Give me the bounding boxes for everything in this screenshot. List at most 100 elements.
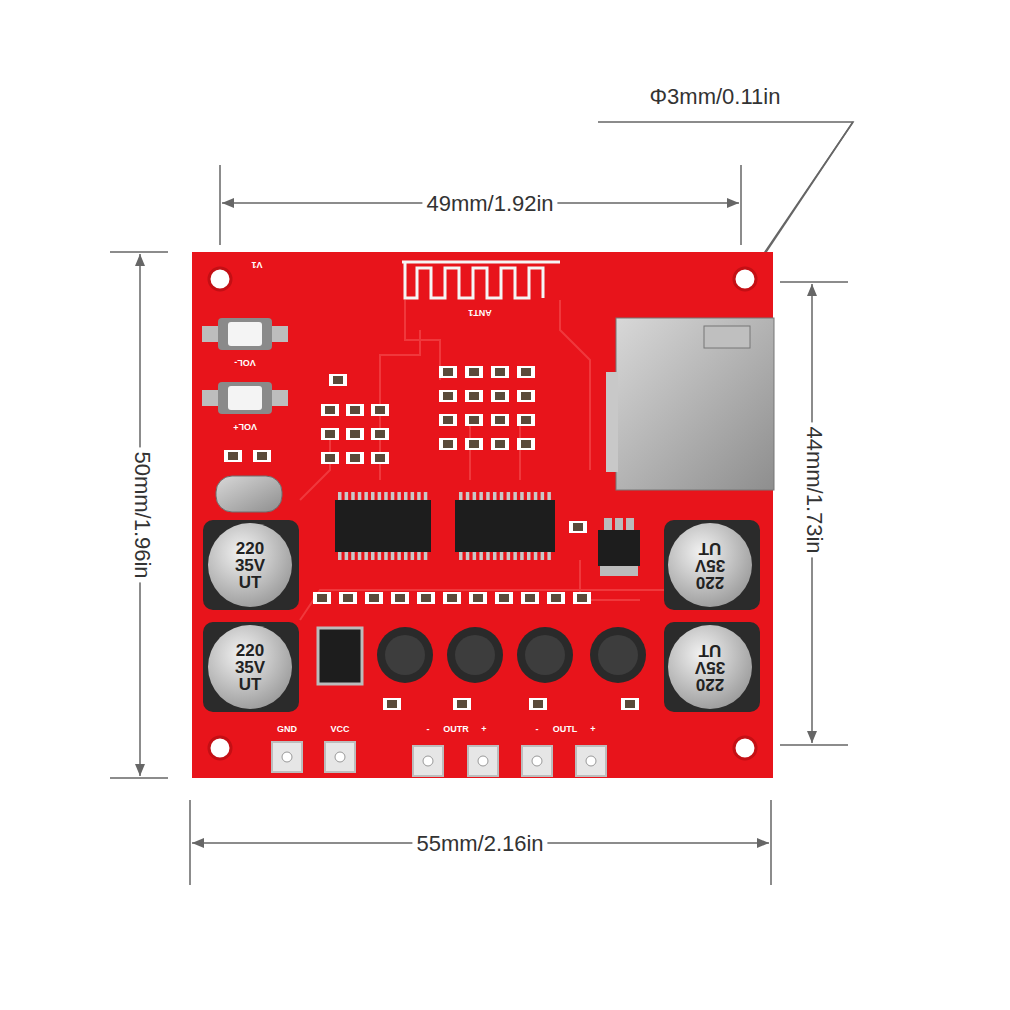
smd-outline: [439, 414, 457, 426]
ic-pin: [541, 552, 545, 560]
ic-pin: [534, 492, 538, 500]
pin-name: OUTR: [443, 725, 469, 735]
ic-pin: [534, 552, 538, 560]
ic-pin: [459, 552, 463, 560]
smd-body: [395, 594, 405, 602]
ic-pin: [466, 492, 470, 500]
smd-part: [329, 374, 347, 386]
smd-body: [525, 594, 535, 602]
smd-outline: [517, 438, 535, 450]
ic-pin: [404, 492, 408, 500]
smd-outline: [391, 592, 409, 604]
ic-pin: [500, 552, 504, 560]
smd-body: [317, 594, 327, 602]
pcb-board: [192, 252, 773, 778]
smd-part: [383, 698, 401, 710]
smd-outline: [224, 450, 242, 462]
smd-part: [517, 390, 535, 402]
smd-outline: [621, 698, 639, 710]
smd-components: [224, 366, 639, 710]
smd-body: [443, 416, 453, 424]
smd-outline: [339, 592, 357, 604]
smd-part: [547, 592, 565, 604]
ic-pin: [424, 552, 428, 560]
smd-body: [521, 368, 531, 376]
smd-part: [517, 438, 535, 450]
ic-pin: [371, 492, 375, 500]
smd-outline: [529, 698, 547, 710]
smd-part: [573, 592, 591, 604]
capacitor-marking: 220 35V UT: [230, 642, 269, 693]
ic-pin: [411, 492, 415, 500]
smd-part: [417, 592, 435, 604]
ic-pin: [486, 492, 490, 500]
smd-part: [443, 592, 461, 604]
smd-body: [350, 406, 360, 414]
terminal-hole: [282, 752, 596, 766]
smd-outline: [517, 414, 535, 426]
ic-pin: [459, 492, 463, 500]
dimension-lines: [110, 122, 853, 885]
smd-outline: [495, 592, 513, 604]
smd-outline: [439, 438, 457, 450]
ic-pin: [520, 492, 524, 500]
ic-pin: [391, 552, 395, 560]
smd-outline: [443, 592, 461, 604]
smd-part: [346, 428, 364, 440]
silkscreen-label: ANT1: [468, 307, 492, 317]
capacitor-marking: 220 35V UT: [690, 642, 729, 693]
dimension-label: 55mm/2.16in: [412, 832, 547, 856]
ic-pin: [493, 552, 497, 560]
smd-body: [469, 368, 479, 376]
ic-pin: [378, 492, 382, 500]
ic-pin: [479, 552, 483, 560]
ic-pin: [404, 552, 408, 560]
smd-body: [457, 700, 467, 708]
ic-pins: [338, 492, 551, 560]
smd-part: [253, 450, 271, 462]
ic-pin: [547, 552, 551, 560]
smd-body: [469, 440, 479, 448]
smd-outline: [469, 592, 487, 604]
smd-outline: [383, 698, 401, 710]
smd-part: [224, 450, 242, 462]
pin-name: GND: [277, 725, 297, 735]
smd-outline: [346, 452, 364, 464]
tact-switch: [202, 318, 288, 414]
silkscreen-label: VOL-: [234, 357, 256, 367]
smd-body: [375, 430, 385, 438]
smd-body: [350, 454, 360, 462]
smd-outline: [321, 428, 339, 440]
ic-pin: [513, 492, 517, 500]
smd-body: [325, 454, 335, 462]
smd-part: [495, 592, 513, 604]
ic-pin: [351, 492, 355, 500]
pcb-antenna: [402, 262, 560, 298]
capacitor-marking: 220 35V UT: [690, 540, 729, 591]
smd-body: [573, 523, 583, 531]
smd-part: [517, 366, 535, 378]
pin-name: VCC: [330, 725, 349, 735]
smd-part: [469, 592, 487, 604]
smd-outline: [491, 366, 509, 378]
smd-body: [469, 416, 479, 424]
smd-part: [491, 390, 509, 402]
smd-body: [375, 454, 385, 462]
smd-part: [371, 452, 389, 464]
smd-body: [325, 406, 335, 414]
smd-outline: [371, 452, 389, 464]
smd-part: [491, 414, 509, 426]
ic-pin: [411, 552, 415, 560]
smd-part: [439, 438, 457, 450]
smd-outline: [313, 592, 331, 604]
ic-pin: [338, 492, 342, 500]
smd-body: [495, 368, 505, 376]
ic-pin: [397, 552, 401, 560]
dimension-label: 50mm/1.96in: [130, 447, 154, 582]
smd-outline: [491, 414, 509, 426]
ic-pin: [547, 492, 551, 500]
smd-body: [257, 452, 267, 460]
pin-name: +: [481, 725, 486, 735]
ic-pin: [351, 552, 355, 560]
smd-body: [625, 700, 635, 708]
